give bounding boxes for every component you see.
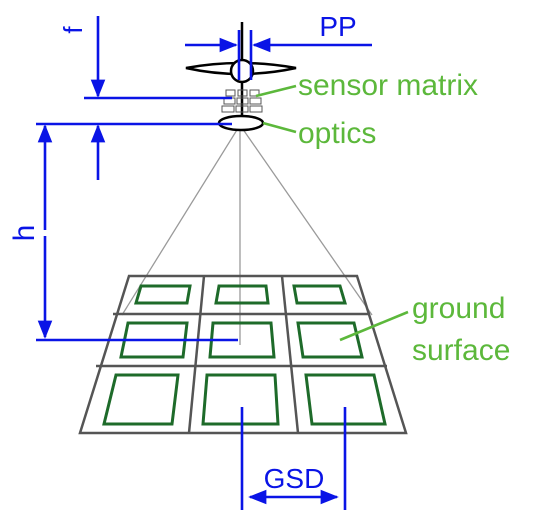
- grid-col-line-1: [187, 275, 206, 434]
- ground-surface-label-line1: ground: [412, 292, 505, 325]
- ground-cell: [201, 373, 280, 426]
- ground-cell: [119, 321, 189, 359]
- ground-outline: [78, 274, 408, 435]
- sensor-matrix-label: sensor matrix: [298, 69, 478, 102]
- ground-cells: [102, 284, 387, 426]
- ray-right: [239, 124, 373, 316]
- focal-length-label: f: [58, 26, 88, 34]
- camera-center-icon: [229, 58, 255, 84]
- ground-cell: [102, 373, 180, 426]
- principal-point-label: PP: [319, 11, 356, 42]
- dimension-lines: [36, 16, 372, 510]
- camera: [185, 22, 297, 132]
- ground-cell: [208, 321, 276, 359]
- sensor-matrix-leader: [255, 84, 297, 98]
- ground-cell: [133, 284, 192, 305]
- flight-height-label: h: [8, 225, 41, 242]
- projection-rays: [121, 124, 373, 345]
- grid-col-line-2: [280, 275, 300, 434]
- ray-left: [121, 124, 241, 316]
- optics-label: optics: [298, 117, 376, 150]
- sensor-matrix-icon: [221, 89, 263, 113]
- labels: f PP sensor matrix optics h ground surfa…: [8, 11, 510, 494]
- ground-surface-leader: [339, 310, 409, 342]
- ground-cell: [292, 284, 348, 305]
- callout-leaders: [255, 84, 409, 342]
- ground-surface-label-line2: surface: [412, 334, 510, 367]
- ground-cell: [214, 284, 270, 305]
- gsd-label: GSD: [264, 463, 325, 494]
- ground-cell: [296, 321, 364, 359]
- ground-cell: [304, 373, 387, 426]
- optics-leader: [262, 121, 297, 134]
- ground-grid: [78, 274, 408, 435]
